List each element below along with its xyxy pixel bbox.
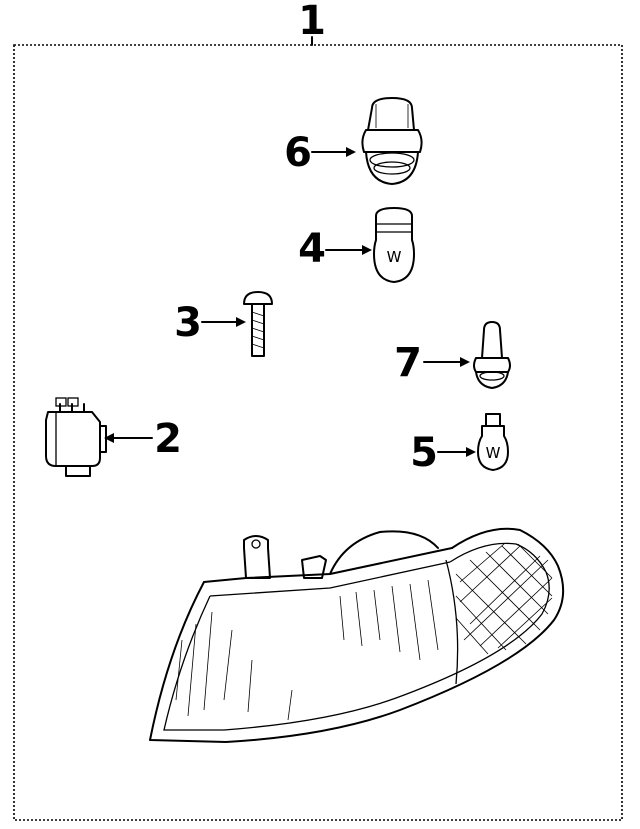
callout-7: 7 [394, 340, 422, 386]
assembly-frame [13, 44, 623, 821]
callout-1: 1 [298, 0, 326, 44]
bulb-lower-part: W [477, 413, 509, 471]
screw-part [243, 291, 273, 357]
bulb-lower-mark: W [486, 444, 501, 462]
harness-socket-part [45, 397, 107, 477]
callout-5: 5 [410, 430, 438, 476]
callout-4: 4 [298, 226, 326, 272]
callout-3: 3 [174, 300, 202, 346]
screw-arrowhead [236, 317, 246, 327]
bulb-upper-part: W [373, 207, 415, 283]
socket-lower-arrowhead [460, 357, 470, 367]
bulb-upper-mark: W [387, 248, 402, 266]
socket-upper-part [361, 97, 423, 185]
lamp-housing-part [149, 527, 565, 743]
socket-lower-part [473, 321, 511, 389]
callout-6: 6 [284, 130, 312, 176]
callout-2: 2 [154, 416, 182, 462]
bulb-upper-arrowhead [362, 245, 372, 255]
harness-socket-arrowhead [104, 433, 114, 443]
bulb-lower-arrowhead [466, 447, 476, 457]
socket-upper-arrowhead [346, 147, 356, 157]
